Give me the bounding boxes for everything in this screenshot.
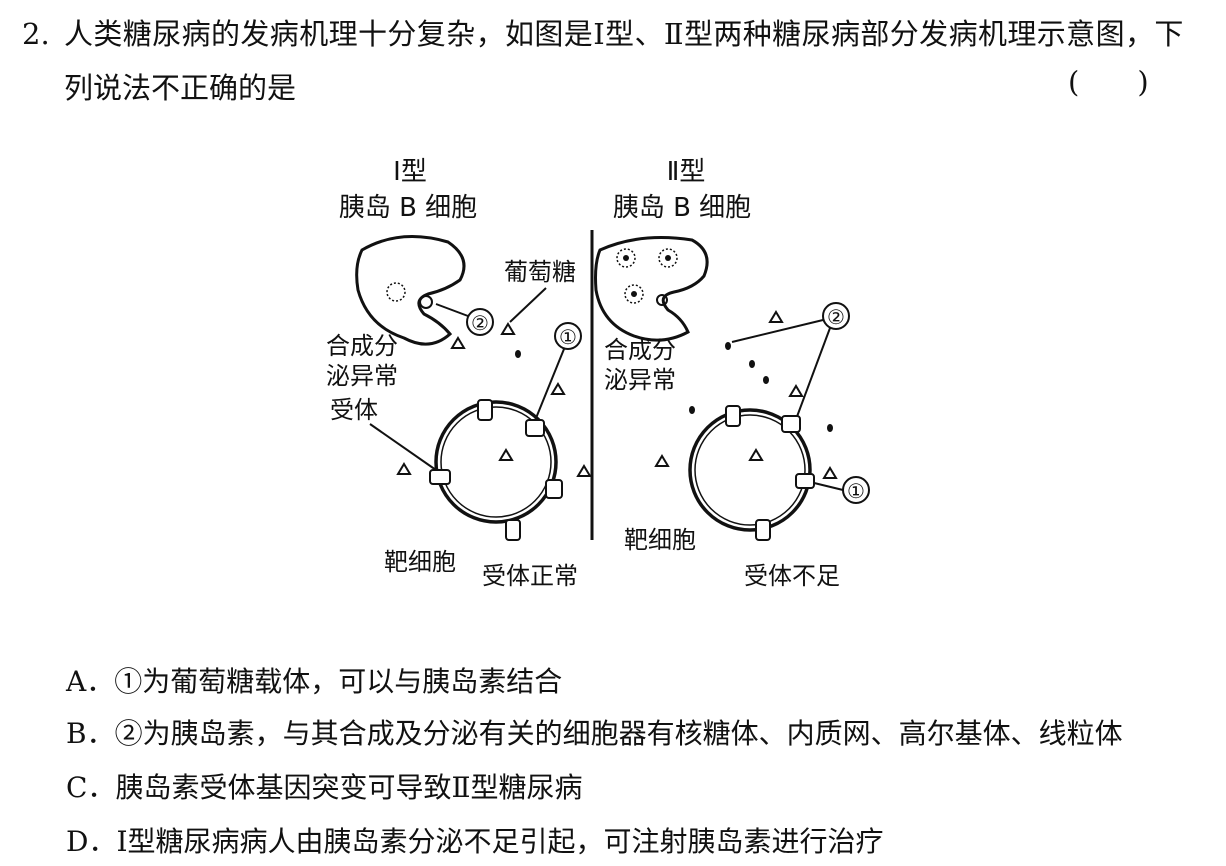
type1-receptor-label-3: 受体 — [330, 396, 378, 424]
glucose-molecule — [450, 336, 466, 349]
insulin-molecule — [689, 406, 695, 414]
answer-blank: ( ) — [1068, 65, 1149, 99]
type2-receptor-right — [795, 473, 815, 489]
type1-marker2 — [466, 308, 494, 336]
type1-receptor-top — [477, 399, 493, 421]
type1-vesicle — [386, 282, 406, 302]
glucose-molecule — [654, 454, 670, 467]
option-d-text: Ⅰ型糖尿病病人由胰岛素分泌不足引起，可注射胰岛素进行治疗 — [116, 825, 884, 858]
type1-islet-b-cell — [355, 235, 466, 346]
type1-target-cell-inner — [440, 406, 552, 518]
type1-marker1-text: ① — [559, 325, 577, 349]
type2-target-label: 靶细胞 — [624, 526, 696, 554]
type2-marker2 — [822, 302, 850, 330]
question-number: 2. — [22, 17, 50, 51]
type2-receptor-label-1: 合成分 — [604, 336, 676, 364]
type1-marker2-text: ② — [471, 311, 489, 335]
type2-target-cell-inner — [694, 414, 806, 526]
type1-receptor-label-1: 合成分 — [326, 332, 398, 360]
option-c[interactable]: C．胰岛素受体基因突变可导致Ⅱ型糖尿病 — [66, 766, 582, 806]
type2-glucose-carrier — [781, 415, 801, 433]
glucose-pointer — [509, 287, 547, 323]
type1-receptor-label-2: 泌异常 — [326, 362, 398, 390]
question-stem-line1: 人类糖尿病的发病机理十分复杂，如图是Ⅰ型、Ⅱ型两种糖尿病部分发病机理示意图，下 — [64, 17, 1184, 51]
option-b-text: ②为胰岛素，与其合成及分泌有关的细胞器有核糖体、内质网、高尔基体、线粒体 — [114, 717, 1123, 750]
option-a-text: ①为葡萄糖载体，可以与胰岛素结合 — [114, 665, 563, 698]
option-c-text: 胰岛素受体基因突变可导致Ⅱ型糖尿病 — [115, 771, 583, 804]
type1-receptor-right — [545, 479, 563, 499]
option-b-letter: B． — [66, 717, 115, 750]
glucose-molecule — [748, 448, 764, 461]
glucose-molecule — [500, 322, 516, 335]
type2-receptor-label-2: 泌异常 — [604, 366, 676, 394]
type2-marker2-pointer-b — [791, 327, 831, 431]
insulin-molecule — [725, 342, 731, 350]
insulin-molecule — [749, 360, 755, 368]
type2-marker2-text: ② — [827, 305, 845, 329]
diabetes-mechanism-diagram: Ⅰ型 胰岛 B 细胞 葡萄糖 ② ① 合成分 泌异常 受体 靶细胞 受体正常 Ⅱ… — [326, 157, 870, 590]
type1-glucose-carrier — [525, 419, 545, 437]
type1-secreting-vesicle — [419, 295, 433, 309]
type2-title: Ⅱ型 — [667, 157, 706, 187]
type2-vesicle — [623, 255, 629, 261]
glucose-molecule — [550, 382, 566, 395]
type2-secreting-vesicle — [656, 294, 668, 306]
type2-marker1-text: ① — [847, 479, 865, 503]
type1-target-label: 靶细胞 — [384, 548, 456, 576]
type2-marker2-pointer-a — [731, 319, 824, 343]
option-a[interactable]: A．①为葡萄糖载体，可以与胰岛素结合 — [66, 660, 562, 700]
type2-subtitle: 胰岛 B 细胞 — [613, 193, 751, 223]
type1-marker1 — [554, 322, 582, 350]
insulin-molecule — [515, 350, 521, 358]
insulin-molecule — [763, 376, 769, 384]
option-a-letter: A． — [66, 665, 115, 698]
type2-vesicle — [658, 248, 678, 268]
type1-receptor-pointer — [369, 423, 437, 471]
type2-vesicle — [665, 255, 671, 261]
type2-receptor-top — [725, 405, 741, 427]
insulin-molecule — [827, 424, 833, 432]
glucose-molecule — [788, 384, 804, 397]
type1-receptor-bottom — [505, 519, 521, 541]
type2-vesicle — [631, 291, 637, 297]
option-d-letter: D． — [66, 825, 117, 858]
type1-subtitle: 胰岛 B 细胞 — [339, 193, 477, 223]
type2-marker1-pointer — [809, 481, 844, 491]
option-d[interactable]: D．Ⅰ型糖尿病病人由胰岛素分泌不足引起，可注射胰岛素进行治疗 — [66, 820, 884, 860]
glucose-molecule — [498, 448, 514, 461]
glucose-label: 葡萄糖 — [504, 258, 576, 286]
glucose-molecule — [768, 310, 784, 323]
type1-marker1-pointer — [531, 348, 565, 429]
type1-marker2-pointer — [435, 303, 469, 317]
option-c-letter: C． — [66, 771, 116, 804]
type2-receptor-status: 受体不足 — [744, 562, 840, 590]
type2-vesicle — [616, 248, 636, 268]
glucose-molecule — [822, 466, 838, 479]
type1-title: Ⅰ型 — [393, 157, 427, 187]
type1-receptor-status: 受体正常 — [482, 562, 578, 590]
type2-target-cell — [688, 408, 812, 532]
type1-target-cell — [434, 400, 558, 524]
glucose-molecule — [396, 462, 412, 475]
type2-vesicle — [624, 284, 644, 304]
option-b[interactable]: B．②为胰岛素，与其合成及分泌有关的细胞器有核糖体、内质网、高尔基体、线粒体 — [66, 712, 1123, 752]
type2-receptor-bottom — [755, 519, 771, 541]
glucose-molecule — [576, 464, 592, 477]
type2-islet-b-cell — [594, 236, 709, 342]
type1-receptor-left — [429, 469, 451, 485]
question-stem-line2: 列说法不正确的是 — [64, 71, 297, 105]
